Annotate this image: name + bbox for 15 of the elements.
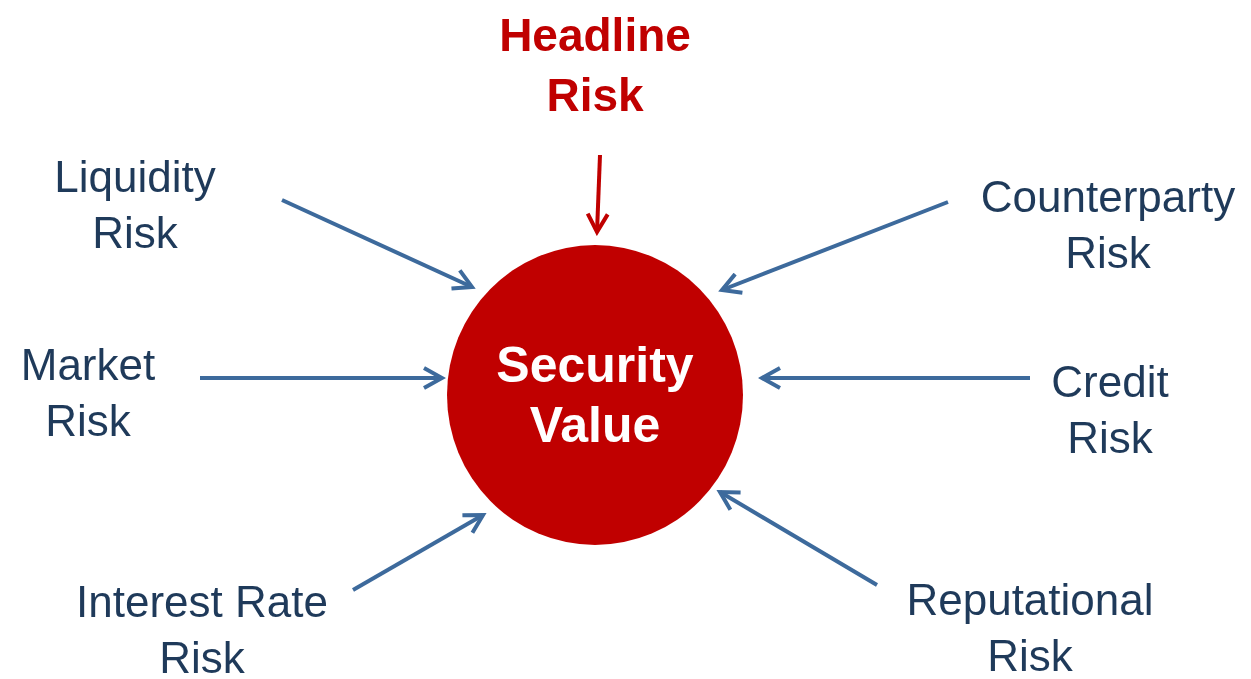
risk-label: Headline Risk — [498, 8, 692, 123]
risk-label: Counterparty Risk — [979, 171, 1237, 279]
arrow — [760, 366, 1030, 390]
risk-label: Market Risk — [19, 339, 157, 447]
arrow — [281, 198, 474, 291]
risk-label: Credit Risk — [1050, 356, 1170, 464]
arrow — [585, 154, 610, 234]
arrow — [352, 513, 485, 592]
arrow — [200, 366, 444, 390]
risk-label: Interest Rate Risk — [75, 576, 329, 679]
risk-label: Liquidity Risk — [53, 151, 217, 259]
arrow — [718, 490, 878, 587]
arrow — [720, 200, 949, 295]
risk-label: Reputational Risk — [905, 574, 1155, 679]
circle-label: Security Value — [495, 336, 695, 455]
